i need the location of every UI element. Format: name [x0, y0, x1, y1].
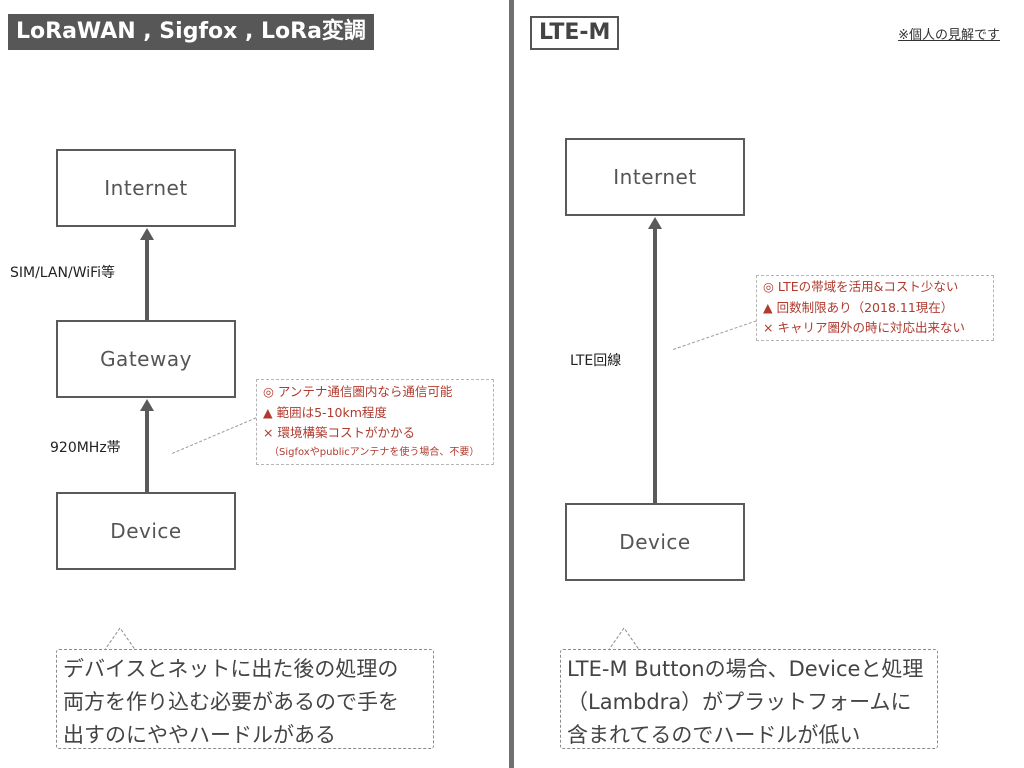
left-note-mid: ▲ 範囲は5-10km程度 [263, 404, 387, 420]
left-lower-arrowhead [140, 399, 154, 411]
left-callout-line-1: デバイスとネットに出た後の処理の [63, 657, 399, 681]
right-panel-title: LTE-M [530, 16, 620, 50]
center-divider [509, 0, 514, 768]
left-upper-link-label: SIM/LAN/WiFi等 [10, 265, 116, 281]
left-note-sub: （Sigfoxやpublicアンテナを使う場合、不要） [269, 446, 480, 458]
right-note-con: × キャリア圏外の時に対応出来ない [763, 320, 965, 335]
right-callout-line-3: 含まれてるのでハードルが低い [567, 723, 861, 747]
right-arrow-line [653, 227, 657, 503]
right-note-mid: ▲ 回数制限あり（2018.11現在） [763, 299, 954, 315]
left-device-node: Device [56, 492, 236, 570]
left-callout-line-3: 出すのにややハードルがある [63, 723, 336, 747]
left-gateway-node: Gateway [56, 320, 236, 398]
left-note-con: × 環境構築コストがかかる [263, 425, 415, 440]
left-callout-tail [103, 627, 137, 652]
right-callout-line-2: （Lambdra）がプラットフォームに [567, 690, 912, 714]
right-internet-node: Internet [565, 138, 745, 216]
left-lower-arrow-line [145, 409, 149, 492]
right-callout-tail [607, 627, 641, 652]
left-lower-link-label: 920MHz帯 [50, 440, 121, 456]
left-panel-title: LoRaWAN , Sigfox , LoRa変調 [8, 14, 374, 50]
left-note-pro: ◎ アンテナ通信圏内なら通信可能 [263, 384, 453, 399]
left-callout-line-2: 両方を作り込む必要があるので手を [63, 690, 399, 714]
left-upper-arrowhead [140, 228, 154, 240]
left-internet-node: Internet [56, 149, 236, 227]
left-note-leader [172, 415, 261, 454]
right-note-box: ◎ LTEの帯域を活用&コスト少ない ▲ 回数制限あり（2018.11現在） ×… [756, 275, 994, 341]
right-note-leader [673, 320, 757, 350]
right-arrowhead [648, 217, 662, 229]
right-callout-line-1: LTE-M Buttonの場合、Deviceと処理 [567, 657, 924, 681]
right-callout: LTE-M Buttonの場合、Deviceと処理 （Lambdra）がプラット… [560, 649, 938, 749]
right-note-pro: ◎ LTEの帯域を活用&コスト少ない [763, 279, 959, 294]
left-note-box: ◎ アンテナ通信圏内なら通信可能 ▲ 範囲は5-10km程度 × 環境構築コスト… [256, 379, 494, 465]
disclaimer: ※個人の見解です [898, 28, 1000, 43]
left-upper-arrow-line [145, 238, 149, 320]
left-callout: デバイスとネットに出た後の処理の 両方を作り込む必要があるので手を 出すのにやや… [56, 649, 434, 749]
right-link-label: LTE回線 [570, 353, 622, 369]
right-device-node: Device [565, 503, 745, 581]
